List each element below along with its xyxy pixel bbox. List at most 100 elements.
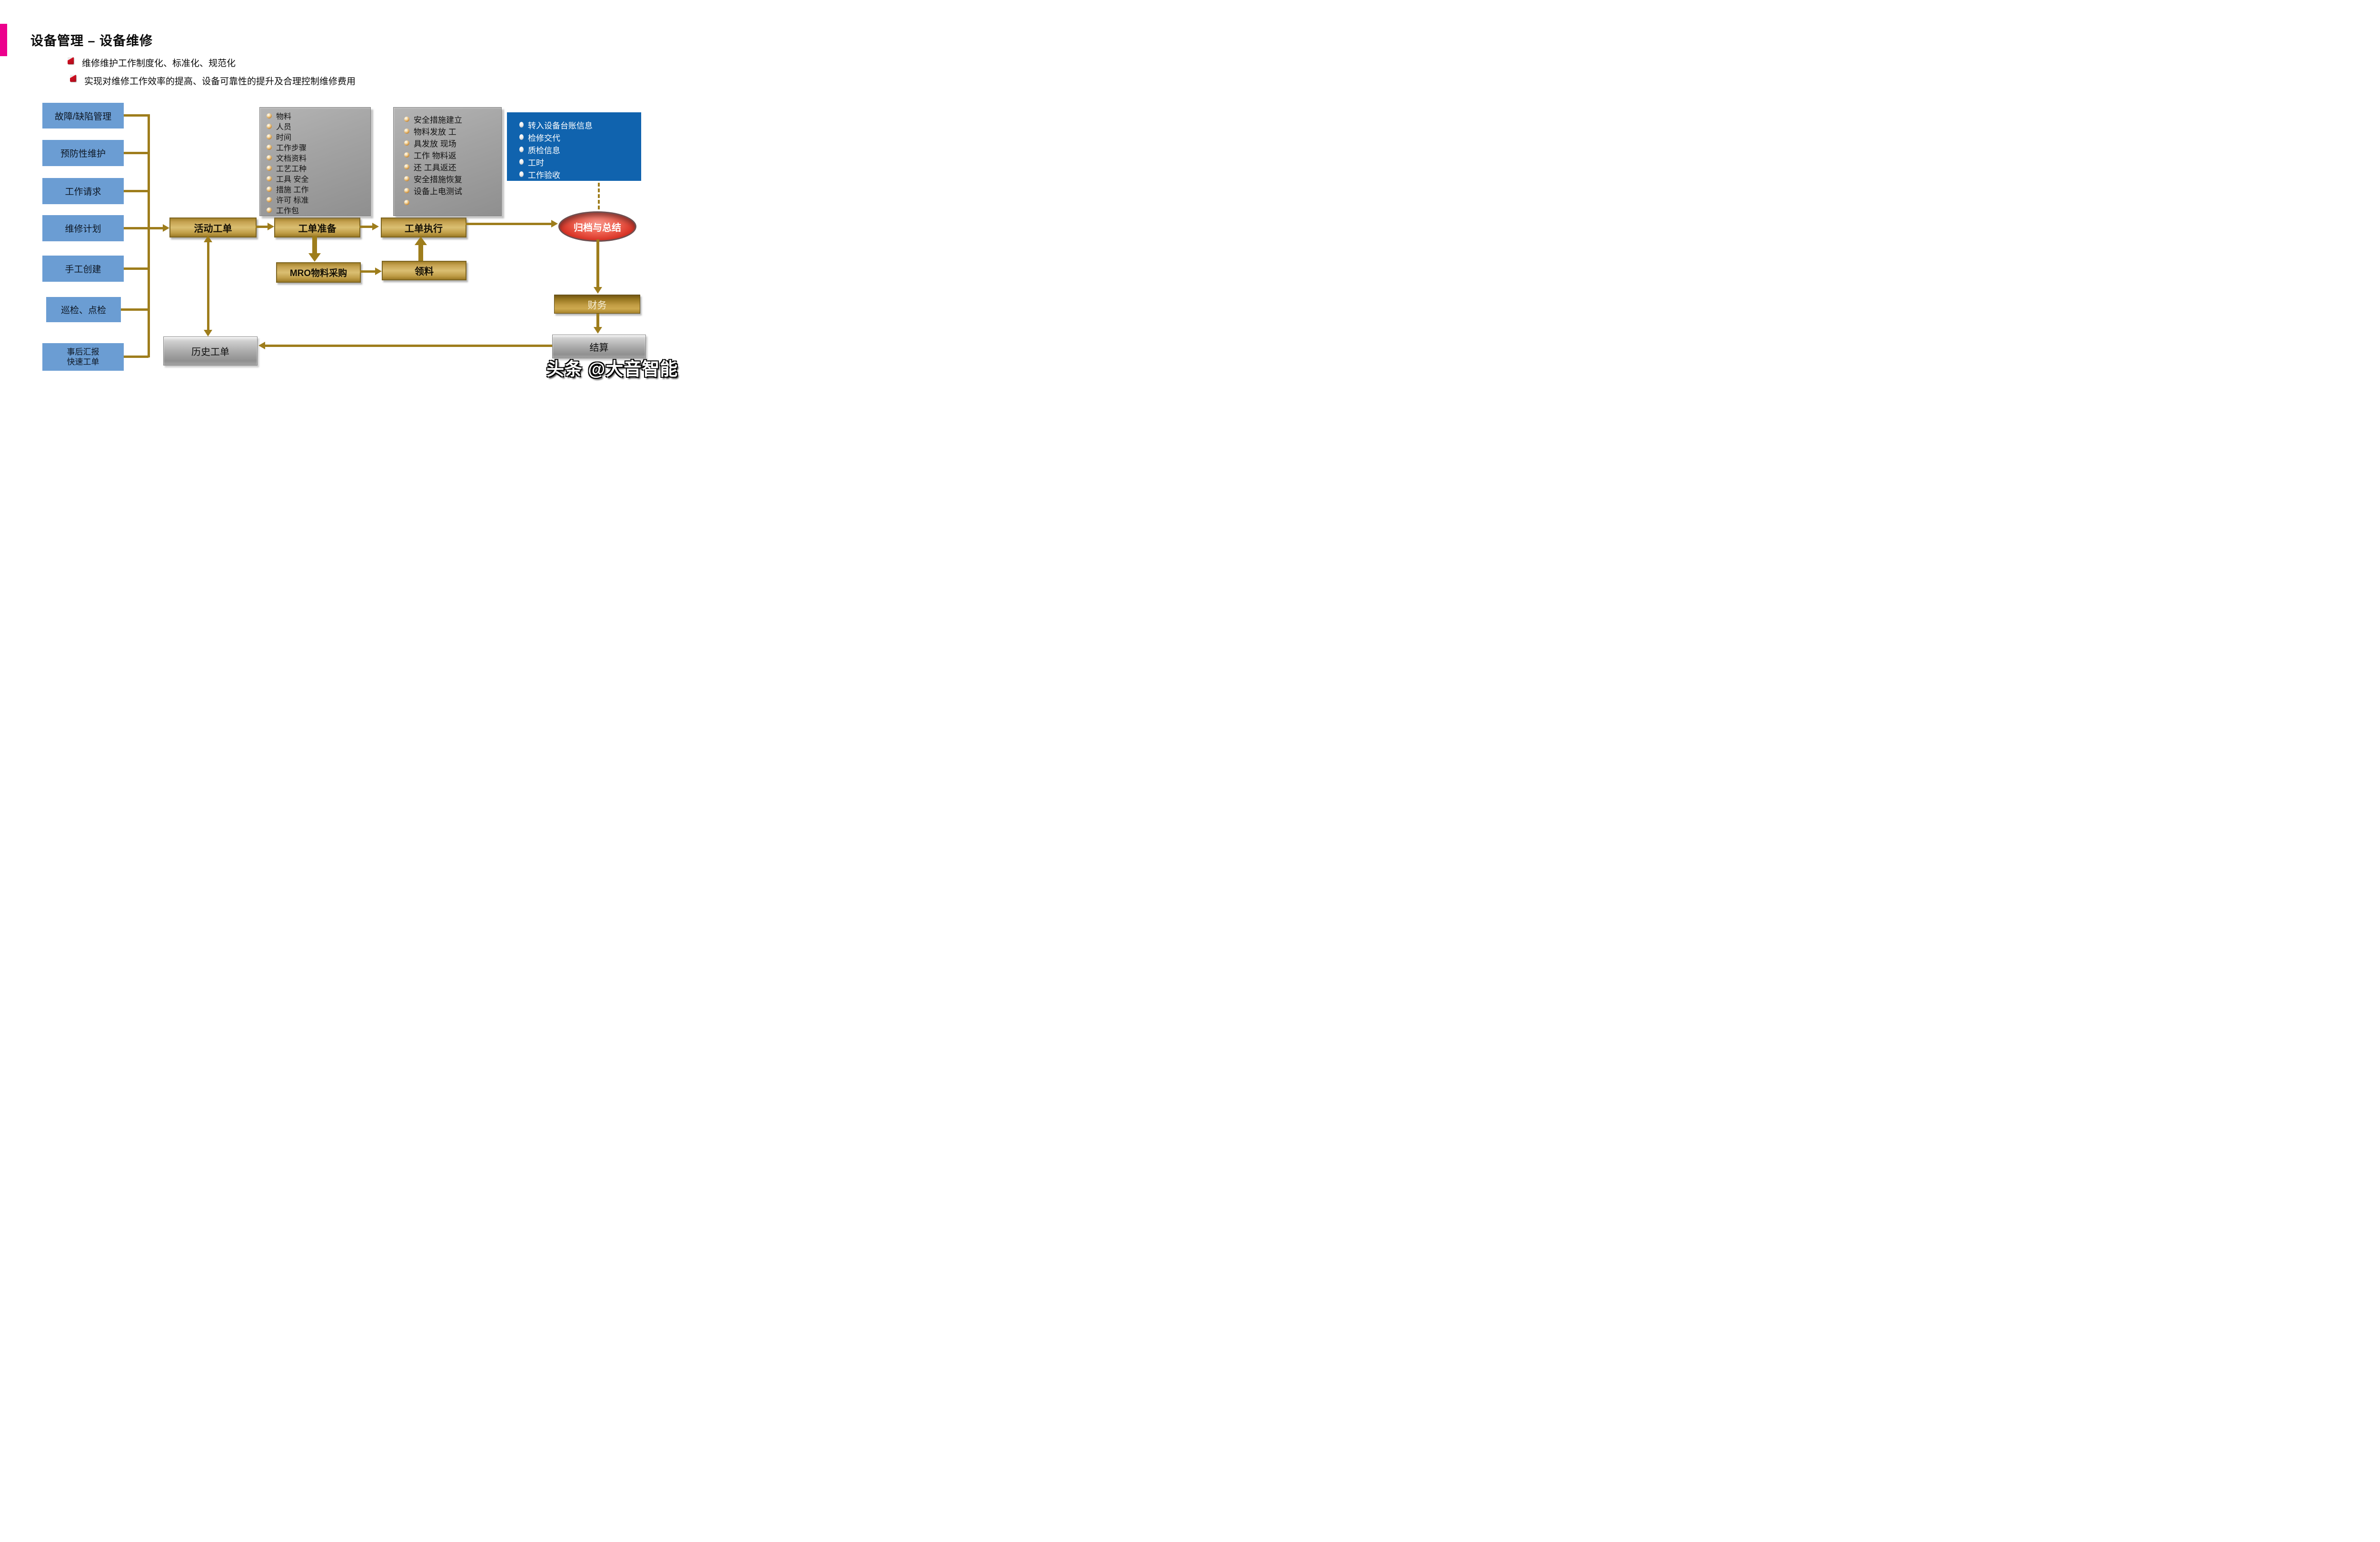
slide-canvas: 设备管理 – 设备维修 维修维护工作制度化、标准化、规范化 实现对维修工作效率的…: [0, 0, 685, 386]
source-box-work-request: 工作请求: [42, 178, 124, 204]
connector-line: [360, 270, 375, 273]
sphere-bullet-icon: [267, 144, 272, 150]
list-item: 质检信息: [528, 146, 560, 155]
list-item: 工艺工种: [276, 165, 307, 173]
sphere-bullet-icon: [267, 155, 272, 160]
flow-box-order-prep: 工单准备: [274, 217, 360, 237]
prep-list-panel: 物料 人员 时间 工作步骤 文档资料 工艺工种 工具 安全 措施 工作 许可 标…: [259, 107, 371, 216]
list-item: 工作包: [276, 207, 299, 215]
page-title: 设备管理 – 设备维修: [30, 34, 153, 48]
bullet-item: 维修维护工作制度化、标准化、规范化: [82, 59, 236, 69]
source-box-line1: 事后汇报: [67, 347, 99, 356]
sphere-bullet-icon: [404, 164, 409, 169]
list-item: 措施 工作: [276, 186, 309, 194]
flow-box-picking: 领料: [382, 261, 466, 280]
arrow-up-icon: [415, 237, 427, 245]
connector-line: [312, 236, 317, 253]
connector-line: [359, 226, 372, 228]
arrow-right-icon: [375, 267, 382, 275]
source-box-after-report-quick-order: 事后汇报 快速工单: [42, 343, 124, 371]
sphere-bullet-icon: [267, 197, 272, 202]
list-item: 还 工具返还: [414, 163, 456, 172]
arrow-right-icon: [372, 223, 379, 230]
connector-line: [596, 239, 599, 287]
cube-bullet-icon: [68, 57, 74, 64]
list-item: 人员: [276, 123, 292, 131]
list-item: 文档资料: [276, 155, 307, 163]
list-item: 物料: [276, 113, 292, 121]
sphere-bullet-icon: [404, 200, 409, 205]
connector-stub: [121, 308, 149, 311]
source-box-inspection: 巡检、点检: [46, 297, 121, 322]
arrow-right-icon: [163, 224, 169, 232]
cube-bullet-icon: [70, 75, 76, 82]
dashed-connector-line: [598, 183, 600, 209]
orb-bullet-icon: [519, 147, 524, 152]
list-item: 物料发放 工: [414, 128, 456, 137]
list-item: 安全措施建立: [414, 116, 462, 125]
connector-line: [466, 223, 551, 225]
watermark: 头条 @大音智能: [546, 359, 678, 379]
source-box-fault-defect: 故障/缺陷管理: [42, 103, 124, 128]
list-item: 工作 物料返: [414, 151, 456, 160]
bullet-item: 实现对维修工作效率的提高、设备可靠性的提升及合理控制维修费用: [84, 77, 356, 87]
connector-line: [256, 226, 268, 228]
arrow-up-icon: [204, 236, 212, 242]
sphere-bullet-icon: [404, 128, 409, 134]
list-item: 许可 标准: [276, 197, 309, 205]
source-box-line2: 快速工单: [67, 357, 99, 366]
sphere-bullet-icon: [267, 113, 272, 119]
sphere-bullet-icon: [267, 165, 272, 171]
flow-box-settlement: 结算: [552, 335, 646, 358]
source-box-manual-create: 手工创建: [42, 256, 124, 282]
sphere-bullet-icon: [404, 140, 409, 146]
connector-stub: [124, 190, 149, 192]
sphere-bullet-icon: [404, 117, 409, 122]
connector-stub: [124, 356, 149, 358]
arrow-right-icon: [268, 223, 274, 230]
list-item: 时间: [276, 134, 292, 142]
list-item: 工作步骤: [276, 144, 307, 152]
flow-box-history-order: 历史工单: [163, 336, 258, 366]
orb-bullet-icon: [519, 134, 524, 140]
arrow-down-icon: [594, 287, 602, 294]
orb-bullet-icon: [519, 171, 524, 177]
list-item: 具发放 现场: [414, 139, 456, 148]
arrow-down-icon: [594, 327, 602, 334]
sphere-bullet-icon: [267, 186, 272, 192]
sphere-bullet-icon: [267, 176, 272, 181]
accent-bar: [0, 24, 7, 56]
sphere-bullet-icon: [267, 134, 272, 139]
sphere-bullet-icon: [267, 207, 272, 213]
list-item: 安全措施恢复: [414, 175, 462, 184]
flow-box-order-exec: 工单执行: [381, 217, 466, 237]
list-item: 设备上电测试: [414, 187, 462, 196]
orb-bullet-icon: [519, 159, 524, 165]
arrow-down-icon: [204, 330, 212, 336]
source-box-preventive-maintenance: 预防性维护: [42, 140, 124, 166]
connector-line: [207, 242, 209, 330]
sphere-bullet-icon: [404, 188, 409, 193]
list-item: 检修交代: [528, 133, 560, 143]
connector-line: [596, 314, 599, 327]
sphere-bullet-icon: [404, 152, 409, 158]
sphere-bullet-icon: [267, 123, 272, 129]
flow-box-mro-purchase: MRO物料采购: [276, 262, 361, 283]
arrow-right-icon: [551, 220, 558, 227]
orb-bullet-icon: [519, 122, 524, 128]
connector-main-line: [124, 227, 163, 229]
archive-ellipse: 归档与总结: [558, 211, 636, 242]
connector-stub: [124, 152, 149, 154]
connector-stub: [124, 114, 149, 117]
source-box-maintenance-plan: 维修计划: [42, 215, 124, 241]
arrow-left-icon: [258, 342, 265, 349]
connector-trunk-line: [148, 114, 150, 357]
connector-line: [418, 245, 423, 261]
connector-stub: [124, 267, 149, 270]
flow-box-activity-order: 活动工单: [169, 217, 257, 237]
list-item: 工作验收: [528, 170, 560, 180]
connector-line: [265, 345, 552, 347]
list-item: 工具 安全: [276, 176, 309, 184]
handover-panel: 转入设备台账信息 检修交代 质检信息 工时 工作验收: [507, 112, 641, 181]
list-item: 工时: [528, 158, 544, 168]
